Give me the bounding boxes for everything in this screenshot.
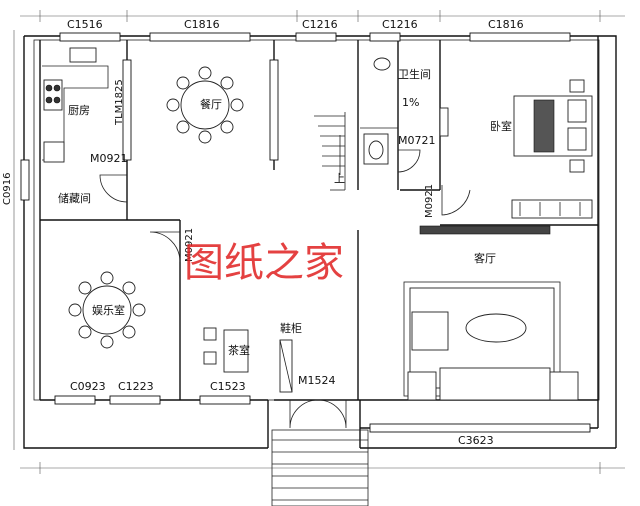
living-room-furniture bbox=[403, 225, 579, 401]
dimension-lines bbox=[13, 10, 625, 474]
window-label-c3623: C3623 bbox=[458, 434, 494, 447]
window-label-c1216-a: C1216 bbox=[302, 18, 338, 31]
room-label-entertainment: 娱乐室 bbox=[92, 303, 125, 317]
room-label-dining: 餐厅 bbox=[200, 97, 222, 111]
window-label-c1216-b: C1216 bbox=[382, 18, 418, 31]
door-label-m0921-tea: M0921 bbox=[184, 228, 195, 262]
watermark: 图纸之家 bbox=[184, 240, 344, 286]
window-label-c1516: C1516 bbox=[67, 18, 103, 31]
shoe-cabinet bbox=[279, 339, 293, 393]
window-label-c0923: C0923 bbox=[70, 380, 106, 393]
stairs bbox=[314, 112, 346, 191]
window-label-c1223: C1223 bbox=[118, 380, 154, 393]
window-label-tlm1825: TLM1825 bbox=[114, 79, 125, 126]
door-label-m1524: M1524 bbox=[298, 374, 336, 387]
window-label-c1816-right: C1816 bbox=[488, 18, 524, 31]
door-label-m0921-right: M0921 bbox=[424, 184, 435, 218]
window-markers bbox=[20, 32, 591, 433]
kitchen-fixtures bbox=[42, 47, 109, 163]
entertainment-table bbox=[68, 271, 146, 349]
entrance-steps bbox=[271, 429, 369, 506]
tea-table bbox=[203, 327, 249, 373]
stairs-up-annotation: 上 bbox=[334, 172, 345, 185]
door-label-m0921-storage: M0921 bbox=[90, 152, 128, 165]
window-label-c1816-top: C1816 bbox=[184, 18, 220, 31]
room-label-tea-room: 茶室 bbox=[228, 343, 250, 357]
bathroom-fixtures bbox=[363, 57, 449, 165]
room-label-bedroom: 卧室 bbox=[490, 119, 512, 133]
room-label-living: 客厅 bbox=[474, 251, 496, 265]
room-label-storage: 储藏间 bbox=[58, 191, 91, 205]
window-label-c0916: C0916 bbox=[2, 173, 13, 205]
dining-table bbox=[166, 66, 244, 144]
door-label-m0721: M0721 bbox=[398, 134, 436, 147]
bed bbox=[511, 79, 593, 219]
window-label-c1523: C1523 bbox=[210, 380, 246, 393]
slope-annotation: 1% bbox=[402, 96, 419, 109]
room-label-shoe-cabinet: 鞋柜 bbox=[280, 321, 302, 335]
room-label-bathroom: 卫生间 bbox=[398, 67, 431, 81]
door-swings bbox=[99, 149, 471, 429]
room-label-kitchen: 厨房 bbox=[68, 104, 90, 117]
